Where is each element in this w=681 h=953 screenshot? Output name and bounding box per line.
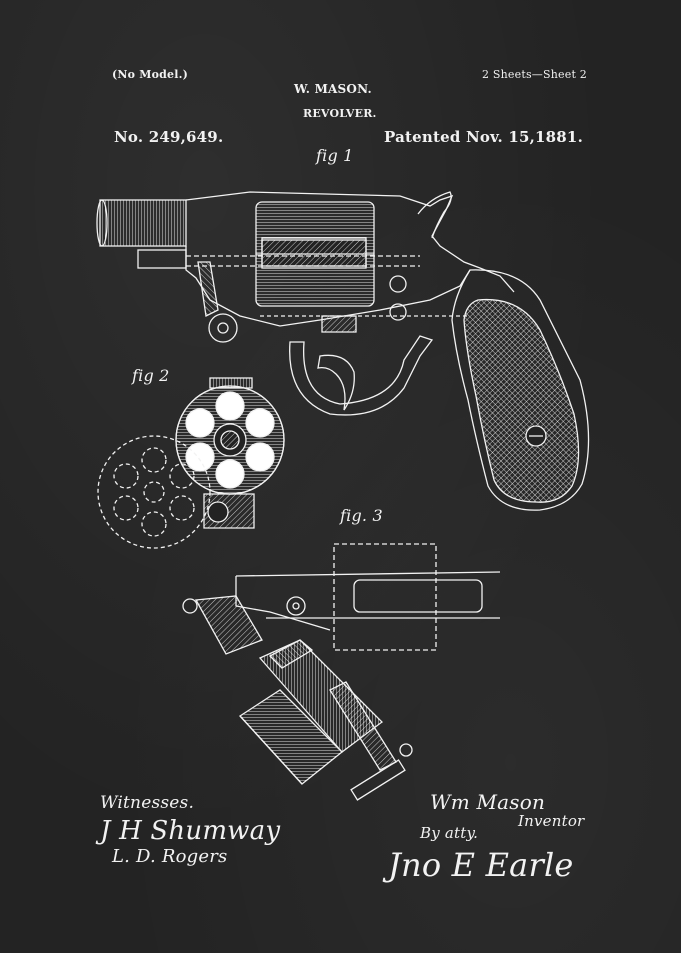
barrel bbox=[99, 199, 187, 247]
witness-2-signature: L. D. Rogers bbox=[112, 846, 228, 867]
patent-subject: REVOLVER. bbox=[303, 107, 377, 120]
ejector-rod bbox=[137, 249, 187, 269]
patent-date: Patented Nov. 15,1881. bbox=[384, 128, 583, 146]
fig-2-label: fig 2 bbox=[132, 366, 170, 385]
fig-1-label: fig 1 bbox=[316, 146, 354, 165]
ejector-head bbox=[350, 759, 406, 801]
pivot-screw bbox=[286, 596, 306, 616]
witness-1-signature: J H Shumway bbox=[100, 816, 281, 846]
model-note: (No Model.) bbox=[112, 68, 189, 81]
frame-outline bbox=[333, 543, 437, 651]
chambers bbox=[185, 391, 275, 489]
crane-hinge bbox=[208, 313, 238, 343]
fig-3-label: fig. 3 bbox=[340, 506, 383, 525]
swung-out-cylinder bbox=[97, 435, 211, 549]
patent-number: No. 249,649. bbox=[114, 128, 224, 146]
fig-2-drawing bbox=[97, 377, 285, 549]
trigger bbox=[317, 354, 355, 411]
witnesses-label: Witnesses. bbox=[100, 793, 195, 813]
inventor-label: Inventor bbox=[518, 812, 585, 830]
sheet-count: 2 Sheets—Sheet 2 bbox=[482, 68, 587, 81]
frame-slot bbox=[353, 579, 483, 613]
fig-1-drawing bbox=[96, 191, 590, 511]
trigger-guard bbox=[289, 335, 434, 416]
inventor-signature: Wm Mason bbox=[430, 790, 546, 814]
hammer bbox=[417, 191, 452, 239]
grip-frame bbox=[451, 269, 590, 511]
fig-3-drawing bbox=[182, 543, 501, 801]
inventor-name: W. MASON. bbox=[294, 82, 372, 96]
by-atty-label: By atty. bbox=[420, 824, 479, 842]
attorney-signature: Jno E Earle bbox=[388, 846, 574, 884]
crane-arm bbox=[194, 595, 263, 655]
frame-bottom bbox=[185, 246, 471, 327]
